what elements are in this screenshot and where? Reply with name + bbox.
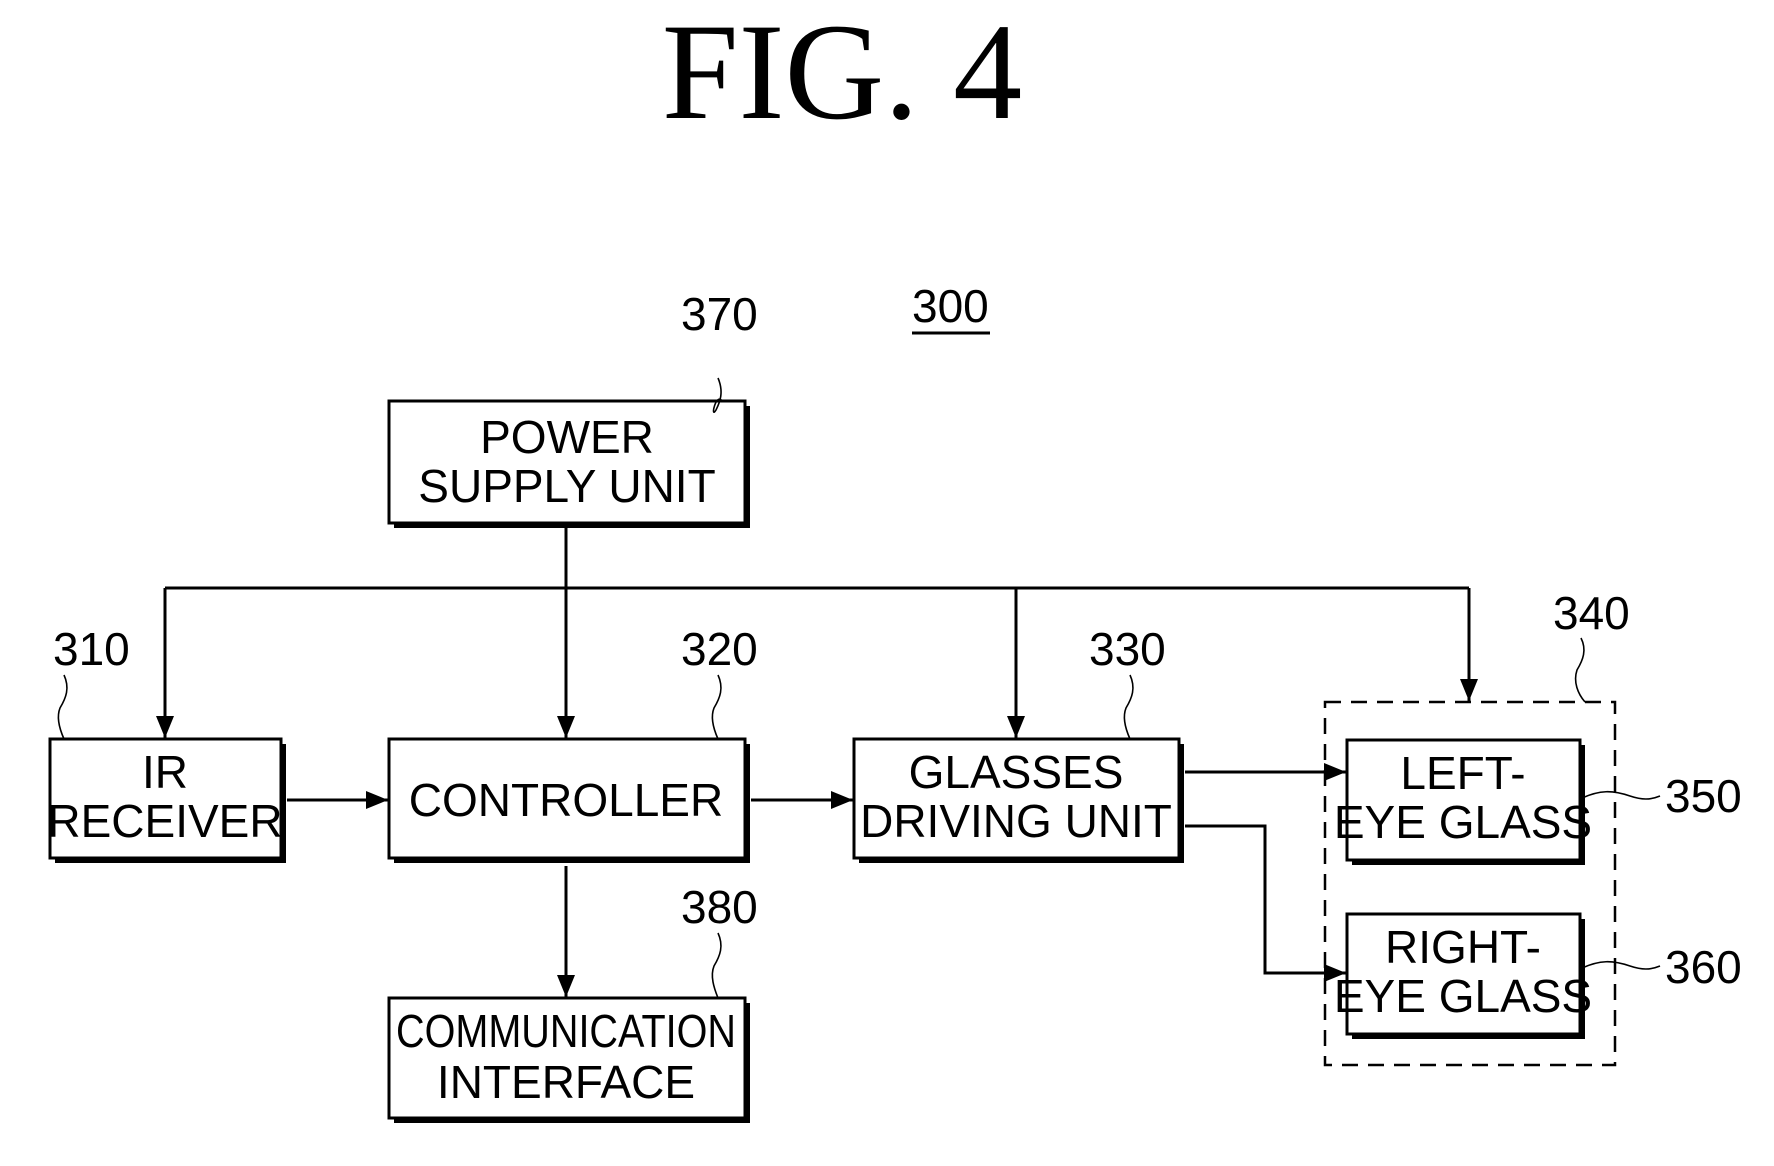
right-eye-line2: EYE GLASS <box>1334 970 1592 1022</box>
ref-330: 330 <box>1089 623 1166 675</box>
glasses-driving-line2: DRIVING UNIT <box>860 795 1172 847</box>
block-controller: CONTROLLER <box>389 739 750 863</box>
power-supply-line1: POWER <box>480 411 654 463</box>
right-eye-line1: RIGHT- <box>1385 921 1541 973</box>
leader-310 <box>58 675 67 739</box>
ref-340: 340 <box>1553 587 1630 639</box>
ir-receiver-line1: IR <box>142 746 188 798</box>
leader-380 <box>712 933 721 998</box>
system-ref-label: 300 <box>912 280 989 332</box>
block-ir-receiver: IR RECEIVER <box>47 739 286 863</box>
controller-line1: CONTROLLER <box>409 774 723 826</box>
leader-350 <box>1582 792 1660 799</box>
ref-350: 350 <box>1665 770 1742 822</box>
left-eye-line1: LEFT- <box>1400 747 1525 799</box>
left-eye-line2: EYE GLASS <box>1334 796 1592 848</box>
ref-310: 310 <box>53 623 130 675</box>
leader-340 <box>1576 638 1585 702</box>
figure-title: FIG. 4 <box>662 0 1022 148</box>
leader-320 <box>712 675 721 739</box>
block-power-supply: POWER SUPPLY UNIT <box>389 401 750 528</box>
ir-receiver-line2: RECEIVER <box>47 795 282 847</box>
block-right-eye-glass: RIGHT- EYE GLASS <box>1334 914 1592 1039</box>
arrow-glasses-driving-to-right-eye <box>1185 826 1346 973</box>
communication-line1: COMMUNICATION <box>396 1005 736 1057</box>
ref-370: 370 <box>681 288 758 340</box>
block-communication-interface: COMMUNICATION INTERFACE <box>389 998 750 1123</box>
block-glasses-driving-unit: GLASSES DRIVING UNIT <box>854 739 1184 863</box>
block-left-eye-glass: LEFT- EYE GLASS <box>1334 740 1592 865</box>
power-supply-line2: SUPPLY UNIT <box>418 460 715 512</box>
leader-330 <box>1124 675 1133 739</box>
communication-line2: INTERFACE <box>437 1056 695 1108</box>
ref-380: 380 <box>681 881 758 933</box>
ref-320: 320 <box>681 623 758 675</box>
glasses-driving-line1: GLASSES <box>909 746 1124 798</box>
leader-360 <box>1582 962 1660 969</box>
ref-360: 360 <box>1665 941 1742 993</box>
